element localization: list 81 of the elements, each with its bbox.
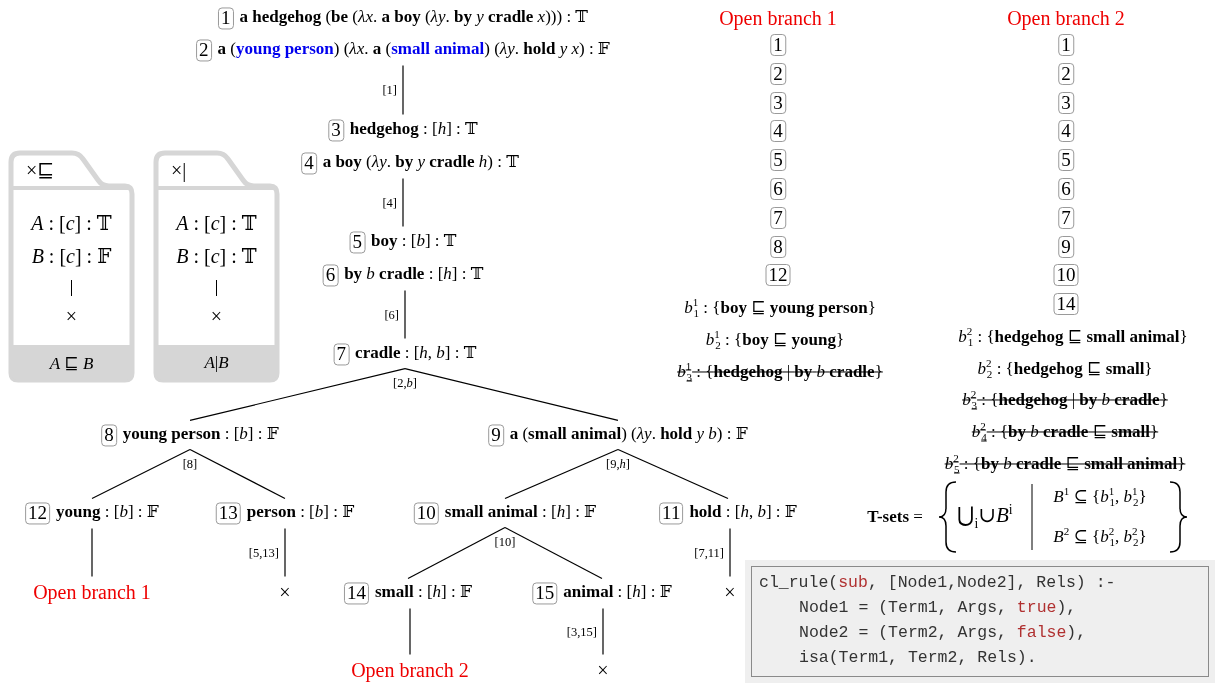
branch-constraint: b$^{2}$$_{1}$ : {hedgehog ⊑ small animal} <box>958 325 1188 349</box>
formula-text: a (young person) (λx. a (small animal) (λy. hold y x) : 𝔽 <box>217 39 610 59</box>
branch-line <box>404 289 406 340</box>
entry-number: 4 <box>770 120 786 143</box>
branch-line <box>617 448 729 500</box>
code-line: Node1 = (Term1, Args, true), <box>799 598 1077 617</box>
entry-number: 10 <box>1053 264 1079 287</box>
branch-label: Open branch 2 <box>351 658 469 682</box>
entry-number: 4 <box>301 152 317 175</box>
branch-line <box>602 607 604 656</box>
closure-mark: × <box>65 304 78 328</box>
rule-premise: B : [c] : 𝔽 <box>31 244 112 268</box>
branch-line <box>402 177 404 228</box>
formula-text: B$^{2}$ ⊆ {b$^{2}$$_{1}$, b$^{2}$$_{2}$} <box>1053 525 1147 549</box>
formula-text: hedgehog : [h] : 𝕋 <box>349 119 478 139</box>
rule-name: A ⊑ B <box>49 352 94 374</box>
formula-text: ⋃$_{i}$∪B$^{i}$ <box>957 502 1013 532</box>
closure-mark: × <box>210 304 223 328</box>
branch-constraint: b$^{2}$$_{2}$ : {hedgehog ⊑ small} <box>977 357 1153 381</box>
edge-label: [7,11] <box>694 545 724 560</box>
edge-label: [8] <box>182 456 198 472</box>
closure-mark: × <box>279 580 291 604</box>
formula-text: a boy (λy. by y cradle h) : 𝕋 <box>322 152 519 172</box>
code-line: Node2 = (Term2, Args, false), <box>799 623 1087 642</box>
branch-line <box>504 526 603 580</box>
code-line: isa(Term1, Term2, Rels). <box>799 648 1037 667</box>
closure-mark: × <box>597 658 609 682</box>
edge-label: [1] <box>382 82 397 98</box>
branch-line <box>91 448 191 500</box>
branch-constraint: b$^{2}$$_{5}$ : {by b cradle ⊑ small animal} <box>944 452 1186 476</box>
code-block <box>745 560 1215 683</box>
edge-label: [4] <box>382 195 397 210</box>
rule-premise: B : [c] : 𝕋 <box>176 244 257 268</box>
branch-line <box>504 448 619 500</box>
formula-text: a (small animal) (λy. hold y b) : 𝔽 <box>509 424 748 444</box>
rule-premise: A : [c] : 𝕋 <box>31 211 112 235</box>
rule-name: A|B <box>204 353 229 373</box>
formula-text: boy : [b] : 𝕋 <box>371 231 457 251</box>
branch-constraint: b$^{1}$$_{2}$ : {boy ⊑ young} <box>705 328 845 352</box>
edge-label: [5,13] <box>248 545 279 560</box>
edge-label: [6] <box>384 307 399 322</box>
column-heading: Open branch 1 <box>719 6 837 30</box>
rule-symbol: ×⊑ <box>26 158 55 182</box>
edge-label: [9,h] <box>606 456 630 472</box>
rule-premise: A : [c] : 𝕋 <box>176 211 257 235</box>
branch-line <box>284 527 286 578</box>
formula-text: small animal : [h] : 𝔽 <box>444 502 597 522</box>
branch-line <box>729 527 731 578</box>
formula-text: young : [b] : 𝔽 <box>56 502 159 522</box>
column-heading: Open branch 2 <box>1007 6 1125 30</box>
rule-symbol: ×| <box>171 158 187 182</box>
branch-line <box>91 527 93 578</box>
edge-label: [3,15] <box>566 624 597 639</box>
entry-number: 14 <box>1053 293 1079 316</box>
branch-line <box>189 367 406 422</box>
formula-text: a hedgehog (be (λx. a boy (λy. by y cradle x))) : 𝕋 <box>239 7 588 27</box>
branch-label: Open branch 1 <box>33 580 151 604</box>
formula-text: animal : [h] : 𝔽 <box>563 582 672 602</box>
formula-text: by b cradle : [h] : 𝕋 <box>344 264 484 284</box>
entry-number: 4 <box>1058 120 1074 143</box>
closure-mark: × <box>724 580 736 604</box>
formula-text: cradle : [h, b] : 𝕋 <box>355 343 477 363</box>
formula-text: T-sets = <box>867 507 923 527</box>
edge-label: [10] <box>494 534 516 550</box>
branch-constraint: b$^{1}$$_{3}$ : {hedgehog | by b cradle} <box>677 360 883 384</box>
branch-constraint: b$^{1}$$_{1}$ : {boy ⊑ young person} <box>684 296 876 320</box>
edge-label: [2,b] <box>393 375 417 391</box>
formula-text: young person : [b] : 𝔽 <box>122 424 279 444</box>
branch-constraint: b$^{2}$$_{4}$ : {by b cradle ⊑ small} <box>971 420 1159 444</box>
formula-text: B$^{1}$ ⊆ {b$^{1}$$_{1}$, b$^{1}$$_{2}$} <box>1053 485 1147 509</box>
formula-text: person : [b] : 𝔽 <box>246 502 355 522</box>
branch-constraint: b$^{2}$$_{3}$ : {hedgehog | by b cradle} <box>962 388 1168 412</box>
branch-line <box>189 448 286 500</box>
branch-line <box>407 526 506 580</box>
branch-line <box>409 607 411 656</box>
entry-number: 12 <box>765 264 791 287</box>
branch-line <box>402 64 404 116</box>
branch-line <box>404 367 619 422</box>
code-line: cl_rule(sub, [Node1,Node2], Rels) :- <box>759 573 1116 592</box>
formula-text: small : [h] : 𝔽 <box>374 582 473 602</box>
formula-text: hold : [h, b] : 𝔽 <box>689 502 797 522</box>
